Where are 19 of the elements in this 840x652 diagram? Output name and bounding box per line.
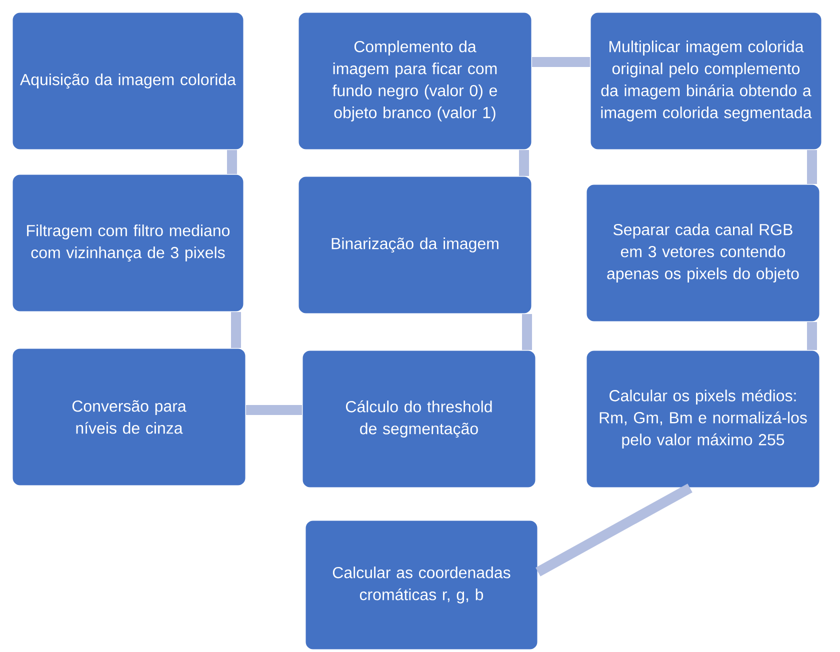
process-box: Separar cada canal RGB em 3 vetores contendo apenas os pixels do objeto [585,183,821,323]
process-box: Filtragem com filtro mediano com vizinhança de 3 pixels [11,173,245,313]
connector [227,150,237,174]
connector [536,484,692,576]
connector [231,312,241,348]
connector [532,57,590,67]
process-box: Multiplicar imagem colorida original pelo complemento da imagem binária obtendo a imagem colorida segmentada [589,11,823,151]
process-box: Cálculo do threshold de segmentação [301,349,537,489]
process-box: Complemento da imagem para ficar com fundo negro (valor 0) e objeto branco (valor 1) [297,11,533,151]
connector [807,322,817,350]
connector [522,314,532,350]
connector [519,150,529,176]
connector [246,404,302,415]
connector [807,150,817,184]
process-box: Calcular as coordenadas cromáticas r, g, b [304,519,539,651]
process-box: Conversão para níveis de cinza [11,347,247,487]
process-box: Binarização da imagem [297,175,533,315]
process-box: Calcular os pixels médios: Rm, Gm, Bm e normalizá-los pelo valor máximo 255 [585,349,821,489]
process-box: Aquisição da imagem colorida [11,11,245,151]
